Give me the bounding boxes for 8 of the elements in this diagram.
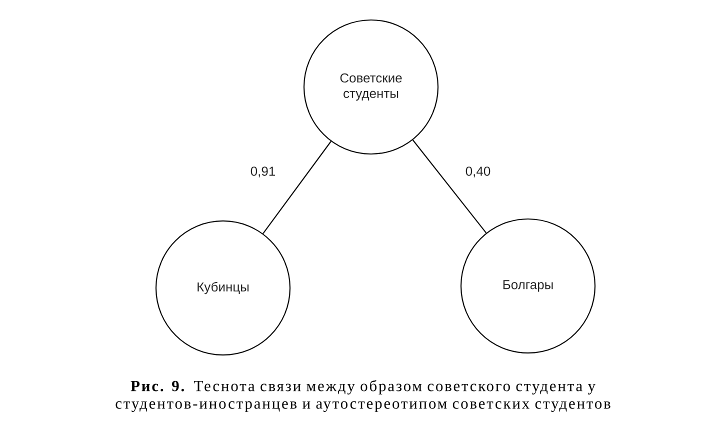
caption: Рис. 9. Теснота связи между образом советского студента у студентов-иностранцев и аутостереотипом советских студентов: [116, 380, 610, 412]
connector-line: [412, 140, 487, 234]
circle-node: Кубинцы: [155, 220, 291, 356]
connector-line: [262, 141, 332, 234]
edge-label: 0,91: [249, 166, 277, 178]
circle-node: Болгары: [460, 218, 596, 354]
edge-label: 0,40: [464, 166, 492, 178]
circle-node: Советские студенты: [303, 19, 439, 155]
